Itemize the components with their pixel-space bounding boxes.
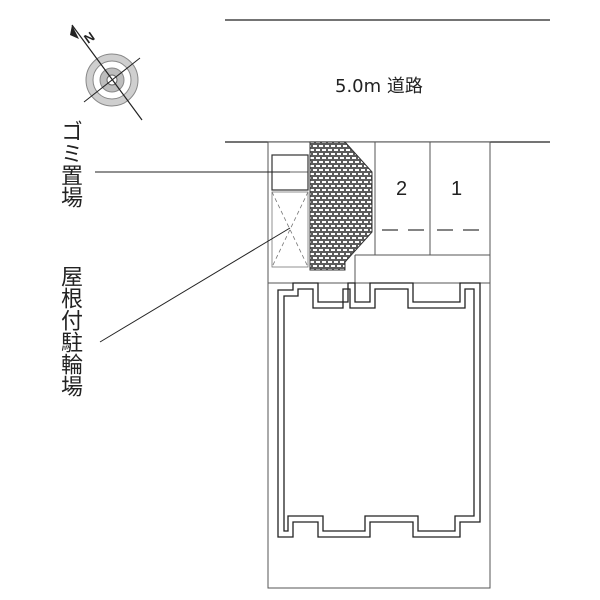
compass-icon <box>70 24 143 121</box>
building-outline <box>277 282 481 538</box>
parking-space-1-number: 1 <box>451 178 463 200</box>
compass-north-letter: N <box>81 29 97 47</box>
bicycle-parking-label: 屋根付駐輪場 <box>57 265 82 397</box>
bicycle-leader-line <box>99 227 291 343</box>
brick-walkway <box>309 141 373 271</box>
road-label: 5.0m 道路 <box>335 76 423 97</box>
parking-space-2-number: 2 <box>396 178 408 200</box>
bicycle-parking-area <box>271 191 309 268</box>
garbage-area-label: ゴミ置場 <box>57 120 82 208</box>
